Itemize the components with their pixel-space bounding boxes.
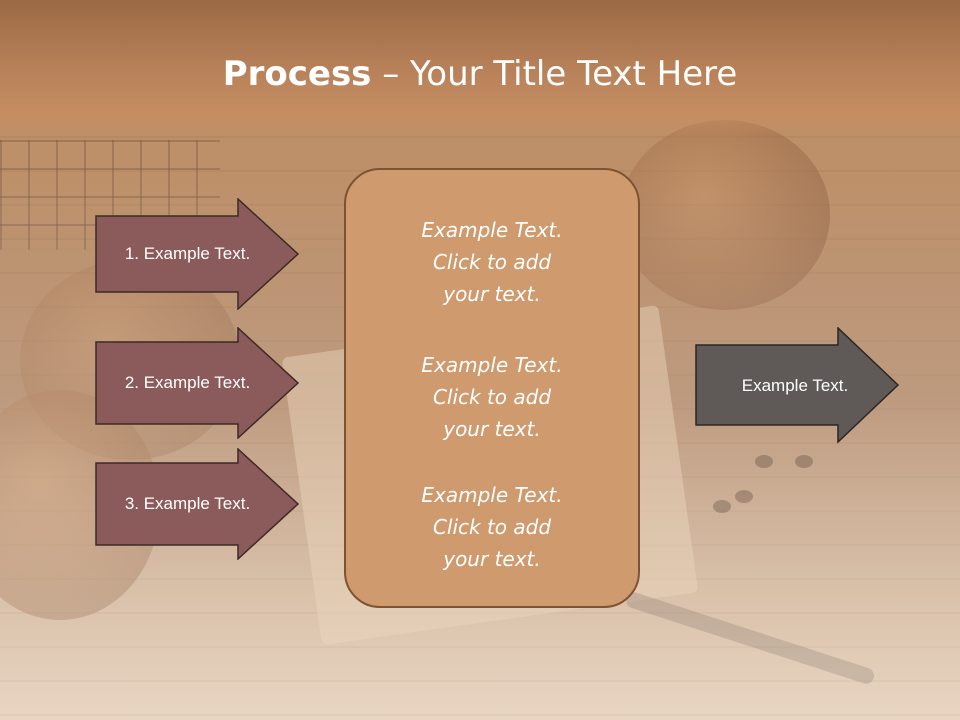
slide-title[interactable]: Process – Your Title Text Here bbox=[0, 52, 960, 96]
result-arrow[interactable]: Example Text. bbox=[695, 327, 900, 444]
center-text-1[interactable]: Example Text. Click to add your text. bbox=[421, 218, 563, 306]
title-bold: Process bbox=[222, 54, 372, 94]
title-rest: – Your Title Text Here bbox=[371, 54, 738, 94]
arrow-label: 2. Example Text. bbox=[124, 373, 251, 392]
muffin-image bbox=[620, 120, 830, 310]
process-step-arrow-1[interactable]: 1. Example Text. bbox=[95, 198, 300, 310]
center-content-box[interactable]: Example Text. Click to add your text. Ex… bbox=[344, 168, 640, 608]
coffee-bean bbox=[713, 500, 731, 513]
process-step-arrow-2[interactable]: 2. Example Text. bbox=[95, 327, 300, 439]
arrow-shape bbox=[95, 198, 300, 310]
center-text-2[interactable]: Example Text. Click to add your text. bbox=[421, 353, 563, 441]
arrow-label: Example Text. bbox=[741, 375, 849, 395]
coffee-bean bbox=[755, 455, 773, 468]
title-bar bbox=[0, 0, 960, 135]
coffee-bean bbox=[735, 490, 753, 503]
arrow-label: 1. Example Text. bbox=[124, 244, 251, 263]
center-text-3[interactable]: Example Text. Click to add your text. bbox=[421, 483, 563, 571]
arrow-shape bbox=[95, 327, 300, 439]
arrow-shape bbox=[95, 448, 300, 560]
coffee-bean bbox=[795, 455, 813, 468]
arrow-shape bbox=[695, 327, 900, 444]
process-step-arrow-3[interactable]: 3. Example Text. bbox=[95, 448, 300, 560]
arrow-label: 3. Example Text. bbox=[124, 494, 251, 513]
